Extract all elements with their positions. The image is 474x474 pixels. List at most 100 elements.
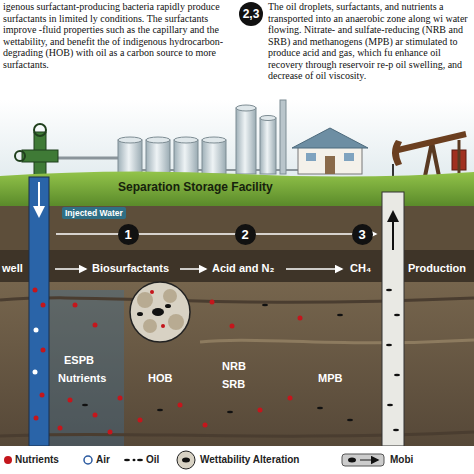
production-well-shape	[392, 212, 394, 250]
storage-tanks-shape	[260, 116, 276, 121]
production-well-shape	[386, 344, 392, 346]
description-text: igenous surfactant-producing bacteria ra…	[3, 1, 229, 70]
wettability-pore-shape	[143, 319, 157, 333]
microbe-label: MPB	[318, 372, 342, 384]
zone-label: Biosurfactants	[90, 262, 171, 274]
step-circle: 1	[118, 224, 139, 245]
legend-strip-shape	[0, 446, 474, 474]
legend-strip-shape	[182, 458, 190, 463]
nutrient-dots-shape	[337, 314, 343, 316]
nutrient-dots-shape	[82, 404, 88, 406]
microbe-label: SRB	[222, 378, 245, 390]
nutrient-dots-shape	[93, 323, 98, 328]
pump-jack-shape	[392, 140, 402, 166]
storage-tanks-shape	[174, 137, 198, 143]
injection-well-shape	[33, 370, 38, 375]
nutrient-dots-shape	[210, 300, 215, 305]
legend-strip-shape	[360, 459, 378, 461]
reservoir-shape	[200, 340, 474, 343]
injection-wellhead-shape	[15, 151, 25, 161]
description-text: The oil droplets, surfactants, and nutri…	[268, 1, 470, 82]
pump-jack-shape	[398, 134, 466, 150]
storage-tanks-shape	[260, 118, 276, 174]
production-well-shape	[382, 192, 404, 446]
microbe-label: Nutrients	[58, 372, 106, 384]
storage-tanks	[45, 100, 298, 174]
nutrient-dots-shape	[347, 419, 353, 421]
legend-strip	[0, 446, 474, 474]
sky-shape	[0, 100, 474, 178]
storage-tanks-shape	[280, 100, 286, 174]
storage-tanks-shape	[174, 140, 198, 174]
nutrient-dots	[58, 300, 354, 435]
wettability-pore-shape	[150, 290, 154, 294]
control-house-shape	[325, 156, 335, 174]
nutrient-dots-shape	[288, 396, 293, 401]
nutrient-dots-shape	[157, 409, 163, 411]
legend-text: Nutrients	[15, 454, 59, 465]
microbe-label: NRB	[222, 360, 246, 372]
injection-well-shape	[38, 182, 40, 216]
step-circle: 2,3	[239, 2, 264, 27]
injection-well-shape	[34, 328, 39, 333]
step-circle: 2	[235, 224, 256, 245]
nutrient-dots-shape	[73, 303, 78, 308]
legend-text: Air	[96, 454, 110, 465]
wettability-pore-shape	[163, 289, 177, 303]
injection-well-shape	[33, 288, 38, 293]
injection-well-shape	[40, 393, 45, 398]
legend-strip-shape	[124, 459, 130, 462]
production-well-shape	[387, 404, 393, 406]
nutrient-dots-shape	[68, 398, 73, 403]
nutrient-dots-shape	[262, 304, 268, 306]
well-label: Production	[408, 262, 466, 274]
injection-wellhead-shape	[34, 124, 46, 136]
control-house	[292, 128, 368, 174]
control-house-shape	[344, 153, 354, 161]
wettability-pore-shape	[137, 292, 153, 308]
storage-tanks-shape	[202, 140, 226, 174]
storage-tanks-shape	[202, 137, 226, 143]
nutrient-dots-shape	[258, 408, 263, 413]
storage-tanks-shape	[236, 108, 256, 174]
injection-well-shape	[41, 348, 46, 353]
wettability-pore-shape	[165, 304, 171, 308]
control-house-shape	[292, 128, 368, 148]
production-well-shape	[393, 429, 399, 431]
injection-wellhead-shape	[22, 150, 58, 162]
legend-text: Mobi	[390, 454, 413, 465]
step-number: 2	[241, 227, 248, 242]
storage-tanks-shape	[118, 137, 142, 143]
soil-band-shape	[56, 233, 376, 235]
control-house-shape	[306, 153, 316, 161]
nutrient-dots-shape	[178, 403, 183, 408]
production-well-shape	[394, 374, 400, 376]
injection-well-shape	[34, 416, 39, 421]
legend-strip-shape	[342, 454, 384, 466]
production-well-shape	[394, 314, 400, 316]
soil-band-shape	[286, 268, 342, 270]
injection-well-shape	[41, 303, 46, 308]
legend-text: Wettability Alteration	[200, 454, 299, 465]
facility-label: Separation Storage Facility	[118, 180, 273, 194]
wettability-pore-shape	[168, 314, 184, 330]
nutrient-dots-shape	[227, 411, 233, 413]
legend-swatch	[4, 456, 12, 464]
control-house-shape	[298, 146, 362, 174]
microbe-label: HOB	[148, 372, 172, 384]
microbe-label: ESPB	[64, 354, 94, 366]
wettability-pore-shape	[161, 324, 165, 328]
storage-tanks-shape	[118, 140, 142, 174]
nutrient-dots-shape	[108, 430, 113, 435]
wettability-pore	[130, 282, 190, 342]
step-circle: 3	[352, 224, 373, 245]
storage-tanks-shape	[146, 137, 170, 143]
injection-well	[29, 177, 49, 446]
legend-strip-shape	[348, 458, 356, 463]
storage-tanks-shape	[146, 140, 170, 174]
zone-label: CH₄	[348, 262, 373, 274]
soil-band-shape	[180, 268, 206, 270]
wettability-pore-shape	[137, 312, 143, 316]
legend-strip-shape	[133, 459, 136, 462]
